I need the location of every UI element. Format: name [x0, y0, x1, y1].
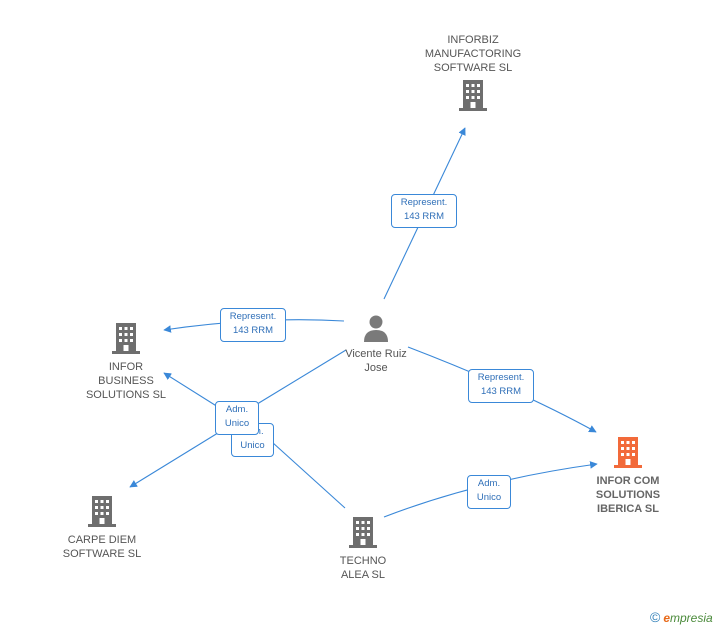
- node-label: Vicente Ruiz Jose: [345, 348, 407, 374]
- node-techno-alea[interactable]: TECHNO ALEA SL: [318, 514, 408, 582]
- relation-badge-adm-unico[interactable]: Adm. Unico: [215, 401, 259, 435]
- edge-techno-to-adm: [261, 432, 346, 509]
- relation-badge-represent[interactable]: Represent. 143 RRM: [391, 194, 457, 228]
- person-icon: [364, 315, 388, 342]
- building-icon: [112, 323, 140, 354]
- edge-person-to-adm: [243, 349, 347, 413]
- building-icon: [614, 437, 642, 468]
- node-label: INFOR COM SOLUTIONS IBERICA SL: [595, 475, 661, 515]
- node-label: CARPE DIEM SOFTWARE SL: [62, 534, 142, 560]
- node-person-vicente-ruiz-jose[interactable]: Vicente Ruiz Jose: [330, 313, 422, 375]
- copyright-symbol: ©: [650, 609, 661, 625]
- node-label: TECHNO ALEA SL: [339, 555, 387, 581]
- building-icon: [459, 80, 487, 111]
- relation-badge-represent[interactable]: Represent. 143 RRM: [468, 369, 534, 403]
- building-icon: [349, 517, 377, 548]
- building-icon: [88, 496, 116, 527]
- brand-logo-initial: e: [663, 611, 671, 625]
- node-infor-business-solutions[interactable]: INFOR BUSINESS SOLUTIONS SL: [76, 320, 176, 402]
- node-label: INFORBIZ MANUFACTORING SOFTWARE SL: [424, 34, 522, 74]
- node-label: INFOR BUSINESS SOLUTIONS SL: [85, 361, 167, 401]
- node-carpe-diem-software[interactable]: CARPE DIEM SOFTWARE SL: [52, 493, 152, 561]
- node-infor-com-solutions-iberica[interactable]: INFOR COM SOLUTIONS IBERICA SL: [580, 434, 676, 516]
- edge-adm-to-carpe-diem: [129, 427, 227, 488]
- brand-logo-text: mpresia: [670, 611, 713, 625]
- node-inforbiz-manufactoring[interactable]: INFORBIZ MANUFACTORING SOFTWARE SL: [410, 33, 536, 112]
- relation-badge-represent[interactable]: Represent. 143 RRM: [220, 308, 286, 342]
- empresia-watermark: ©empresia: [650, 609, 713, 625]
- relation-badge-adm-unico[interactable]: Adm. Unico: [467, 475, 511, 509]
